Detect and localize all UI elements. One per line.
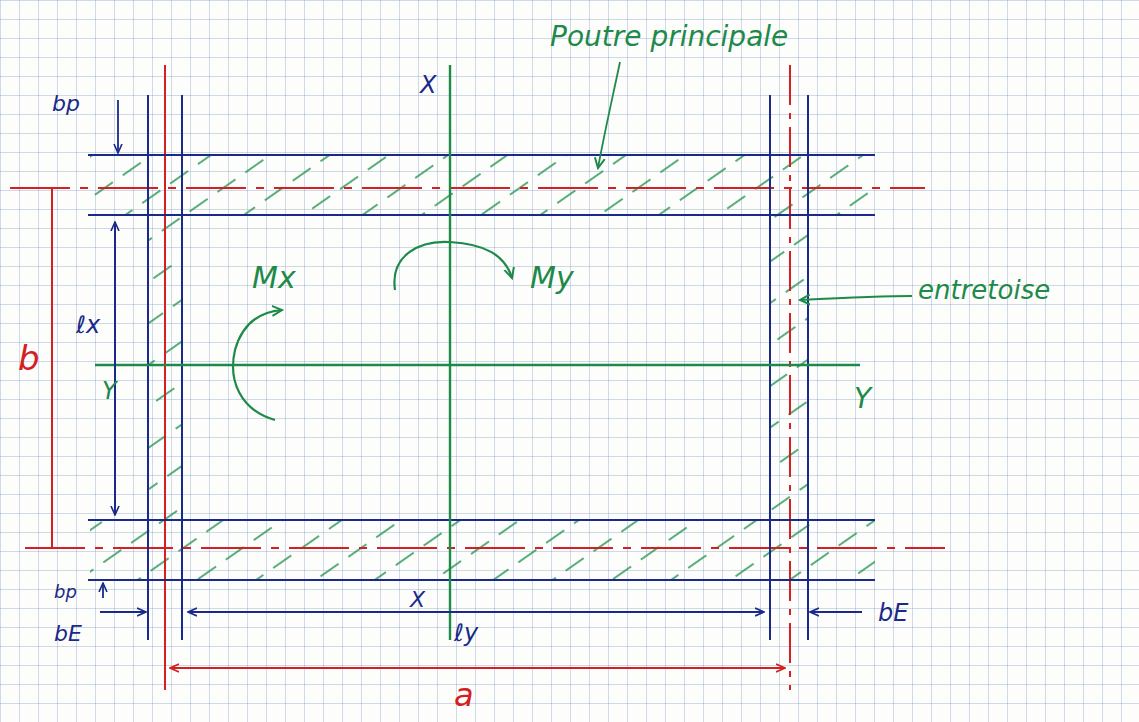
part-name: Poutre principale bbox=[548, 22, 790, 52]
part-name: entretoise bbox=[916, 276, 1052, 304]
dimension-label: bE bbox=[52, 622, 84, 646]
axis-label: Y bbox=[852, 384, 873, 414]
dimension-label: bp bbox=[50, 92, 82, 116]
dimension-label: ℓx bbox=[74, 312, 102, 338]
dimension-label: b bbox=[16, 340, 42, 376]
dimension-label: bp bbox=[52, 582, 79, 602]
moment-label: My bbox=[528, 262, 576, 294]
axis-label: X bbox=[418, 72, 438, 98]
moment-label: Mx bbox=[250, 262, 298, 294]
dimension-label: ℓy bbox=[452, 620, 480, 646]
dimension-label: bE bbox=[876, 600, 910, 626]
dimension-label: a bbox=[452, 678, 476, 712]
axis-label: Y bbox=[100, 378, 119, 404]
axis-label: X bbox=[408, 588, 427, 612]
